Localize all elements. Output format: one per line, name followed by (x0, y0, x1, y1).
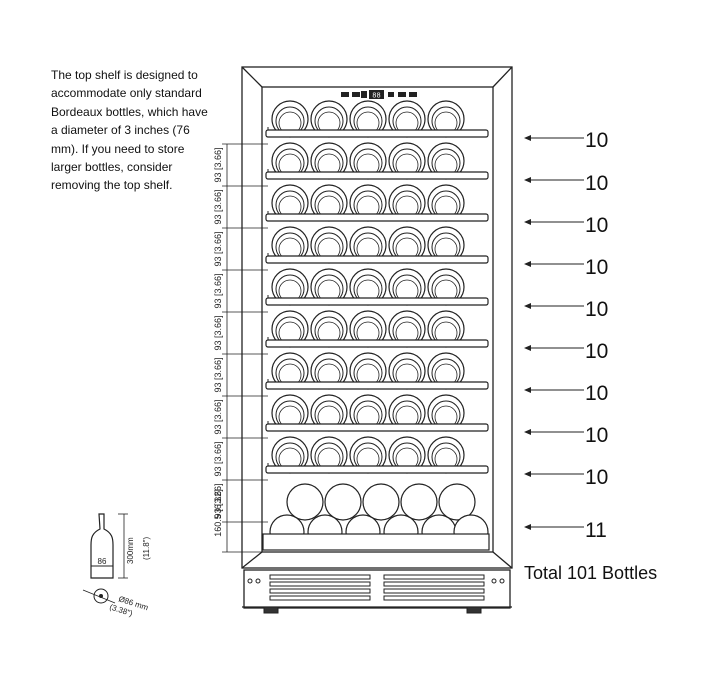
shelf-count-label: 10 (585, 382, 608, 405)
shelf-spacing-label: 93 [3.66] (213, 231, 223, 266)
bottle-height-in: (11.8") (142, 537, 151, 560)
bottle-end (388, 352, 426, 390)
bottle-end (349, 142, 387, 180)
screw-right-1 (491, 578, 497, 584)
bottle-shelves (265, 100, 489, 474)
total-bottles-label: Total 101 Bottles (524, 563, 658, 583)
control-button-5 (398, 92, 406, 97)
control-panel: 88 (341, 90, 417, 101)
foot-left (263, 606, 279, 614)
bottle-base-circle (93, 588, 109, 604)
display-digits: 88 (372, 93, 380, 101)
bottle-reference: 86 300mm (11.8") Ø86 mm (3.38") (82, 513, 151, 618)
base-grille (247, 574, 505, 614)
shelf-rail (265, 423, 489, 432)
shelf-dimensions: 93 [3.66] 93 [3.66] 93 [3.66] 93 [3.66] 93 [… (213, 143, 268, 553)
shelf-spacing-label: 93 [3.66] (213, 357, 223, 392)
control-button-6 (409, 92, 417, 97)
shelf-count-label: 10 (585, 298, 608, 321)
shelf-count-2: 10 (524, 172, 608, 195)
shelf-count-label: 10 (585, 214, 608, 237)
shelf-count-label: 10 (585, 256, 608, 279)
bottom-bottle-upper (400, 483, 438, 521)
bottle-end (271, 100, 309, 138)
shelf-spacing-label: 93 [3.66] (213, 441, 223, 476)
shelf-3 (265, 184, 489, 222)
shelf-rail (265, 339, 489, 348)
bottle-label: 86 (98, 557, 107, 566)
shelf-rail (265, 297, 489, 306)
bottle-end (271, 268, 309, 306)
screw-left-1 (247, 578, 253, 584)
count-arrows: 10 10 10 10 10 10 10 10 10 11 (524, 129, 608, 542)
shelf-count-label: 10 (585, 466, 608, 489)
shelf-count-7: 10 (524, 382, 608, 405)
shelf-count-label: 10 (585, 424, 608, 447)
bottle-end (310, 184, 348, 222)
shelf-spacing-label: 93 [3.66] (213, 147, 223, 182)
bottom-rack (262, 483, 490, 551)
shelf-spacing-label: 93 [3.66] (213, 399, 223, 434)
shelf-count-label: 10 (585, 129, 608, 152)
shelf-count-label: 10 (585, 172, 608, 195)
shelf-count-1: 10 (524, 129, 608, 152)
shelf-rail (265, 465, 489, 474)
shelf-count-8: 10 (524, 424, 608, 447)
shelf-5 (265, 268, 489, 306)
shelf-1 (265, 100, 489, 138)
cabinet (241, 66, 513, 609)
shelf-9 (265, 436, 489, 474)
shelf-rail (265, 129, 489, 138)
shelf-spacing-label: 93 [3.66] (213, 483, 223, 518)
shelf-6 (265, 310, 489, 348)
shelf-rail (265, 171, 489, 180)
bottom-bottle-upper (362, 483, 400, 521)
control-button-4 (388, 92, 394, 97)
bottom-bottle-upper (324, 483, 362, 521)
shelf-7 (265, 352, 489, 390)
shelf-rail (265, 255, 489, 264)
shelf-count-10: 11 (524, 519, 607, 542)
shelf-4 (265, 226, 489, 264)
shelf-rail (265, 381, 489, 390)
shelf-spacing-label: 93 [3.66] (213, 315, 223, 350)
shelf-count-9: 10 (524, 466, 608, 489)
bottle-end (271, 394, 309, 432)
bottom-bottle-upper (286, 483, 324, 521)
shelf-count-label: 10 (585, 340, 608, 363)
shelf-2 (265, 142, 489, 180)
control-button-1 (341, 92, 349, 97)
shelf-count-6: 10 (524, 340, 608, 363)
bottom-tray (262, 533, 490, 551)
shelf-count-4: 10 (524, 256, 608, 279)
control-button-3 (361, 91, 367, 98)
temperature-display (369, 90, 384, 99)
bottle-height-mm: 300mm (126, 537, 135, 564)
foot-right (466, 606, 482, 614)
screw-right-2 (499, 578, 505, 584)
control-button-2 (352, 92, 360, 97)
screw-left-2 (255, 578, 261, 584)
shelf-spacing-label: 93 [3.66] (213, 189, 223, 224)
shelf-spacing-label: 93 [3.66] (213, 273, 223, 308)
shelf-rail (265, 213, 489, 222)
bottle-end (349, 436, 387, 474)
shelf-count-5: 10 (524, 298, 608, 321)
top-shelf-note: The top shelf is designed to accommodate… (51, 68, 208, 193)
shelf-count-3: 10 (524, 214, 608, 237)
shelf-count-label: 11 (585, 519, 607, 542)
bottle-end (388, 226, 426, 264)
bottom-bottle-upper (438, 483, 476, 521)
bottle-outline (90, 513, 114, 579)
shelf-8 (265, 394, 489, 432)
bottom-spacing-label: 160.5 [6.32] (213, 489, 223, 537)
